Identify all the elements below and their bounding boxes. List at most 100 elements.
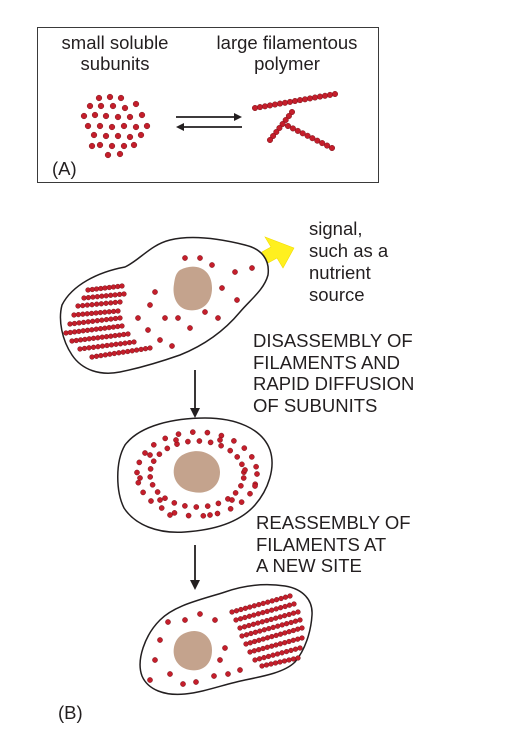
- subunit-dot: [126, 340, 133, 346]
- subunit-dot: [291, 601, 297, 607]
- subunit-dot: [269, 607, 275, 613]
- caption-line: large filamentous: [216, 32, 358, 53]
- subunit-dot: [117, 315, 123, 321]
- subunit-dot: [269, 633, 275, 640]
- subunit-dot: [108, 142, 116, 150]
- subunit-dot: [299, 635, 305, 641]
- subunit-dot: [251, 104, 258, 111]
- subunit-dot: [90, 335, 97, 341]
- subunit-dot: [234, 454, 240, 460]
- subunit-dot: [242, 467, 248, 473]
- subunit-dot: [329, 144, 336, 151]
- subunit-dot: [247, 640, 253, 646]
- subunit-dot: [180, 681, 186, 687]
- subunit-dot: [111, 350, 117, 357]
- subunit-dot: [135, 315, 141, 321]
- subunit-dot: [185, 512, 192, 519]
- subunit-dot: [167, 671, 173, 677]
- subunit-dot: [175, 431, 182, 437]
- subunit-dot: [102, 112, 110, 120]
- nucleus: [173, 630, 212, 671]
- caption-line: FILAMENTS AT: [256, 533, 387, 555]
- process-arrow-1: [190, 370, 200, 418]
- subunit-dot: [272, 101, 279, 108]
- subunit-dot: [122, 340, 128, 346]
- subunit-dot: [252, 638, 258, 645]
- cell-3-subunits: [147, 593, 305, 687]
- nucleus: [173, 266, 212, 311]
- subunit-dot: [256, 656, 263, 662]
- subunit-dot: [73, 337, 79, 344]
- subunit-dot: [290, 656, 297, 662]
- subunit-dot: [219, 285, 225, 291]
- subunit-dot: [282, 603, 288, 610]
- subunit-dot: [292, 618, 299, 624]
- subunit-dot: [108, 342, 115, 348]
- subunit-dot: [227, 447, 233, 454]
- subunit-dot: [269, 643, 275, 649]
- caption-line: OF SUBUNITS: [253, 394, 378, 416]
- subunit-dot: [260, 609, 266, 616]
- subunit-dot: [106, 309, 112, 315]
- step-reassembly-caption: REASSEMBLY OF FILAMENTS AT A NEW SITE: [256, 512, 411, 577]
- subunit-dot: [232, 269, 238, 275]
- subunit-dot: [140, 489, 146, 496]
- subunit-dot: [93, 326, 99, 332]
- subunit-dot: [185, 438, 191, 445]
- subunit-dot: [143, 122, 151, 130]
- subunit-dot: [120, 122, 128, 130]
- subunit-dot: [182, 255, 188, 261]
- subunit-dot: [295, 609, 301, 615]
- subunit-dot: [299, 130, 306, 137]
- subunit-dot: [90, 344, 97, 350]
- subunit-dot: [241, 445, 248, 451]
- subunit-dot: [84, 122, 92, 130]
- subunit-dot: [126, 113, 134, 121]
- subunit-dot: [265, 653, 272, 660]
- subunit-dot: [242, 614, 248, 621]
- subunit-dot: [246, 622, 252, 629]
- subunit-dot: [150, 458, 157, 465]
- subunit-dot: [292, 646, 299, 652]
- subunit-dot: [279, 650, 285, 656]
- subunit-dot: [285, 112, 292, 119]
- subunit-dot: [290, 610, 297, 616]
- subunit-dot: [102, 352, 109, 358]
- subunit-dot: [108, 316, 114, 322]
- subunit-dot: [225, 671, 231, 677]
- subunit-dot: [99, 334, 105, 340]
- subunit-dot: [134, 469, 140, 476]
- subunit-dot: [63, 330, 69, 336]
- subunit-dot: [238, 499, 245, 505]
- subunit-dot: [251, 603, 257, 609]
- subunit-dot: [274, 597, 280, 603]
- subunit-dot: [156, 451, 163, 458]
- subunit-dot: [116, 332, 123, 338]
- subunit-dot: [95, 94, 103, 102]
- subunit-dot: [277, 614, 283, 620]
- subunit-dot: [147, 474, 153, 480]
- subunit-dot: [114, 113, 122, 121]
- subunit-dot: [233, 617, 239, 623]
- subunit-dot: [299, 625, 305, 631]
- caption-line: source: [309, 284, 365, 305]
- subunit-dot: [67, 321, 73, 327]
- subunit-dot: [91, 111, 99, 119]
- subunit-dot: [84, 302, 90, 308]
- subunit-dot: [247, 604, 253, 610]
- subunit-dot: [215, 315, 221, 321]
- subunit-dot: [281, 658, 288, 664]
- nucleus: [173, 451, 220, 493]
- subunit-dot: [204, 503, 211, 509]
- subunit-dot: [76, 320, 82, 326]
- subunit-dot: [289, 125, 296, 132]
- subunit-dot: [120, 142, 128, 150]
- subunit-dot: [278, 595, 284, 602]
- subunit-dot: [314, 137, 321, 144]
- subunit-dot: [106, 93, 114, 101]
- subunit-dot: [80, 112, 88, 120]
- subunit-dot: [261, 654, 267, 661]
- subunit-dot: [110, 308, 117, 315]
- subunit-dot: [193, 679, 199, 685]
- subunit-dot: [193, 504, 200, 510]
